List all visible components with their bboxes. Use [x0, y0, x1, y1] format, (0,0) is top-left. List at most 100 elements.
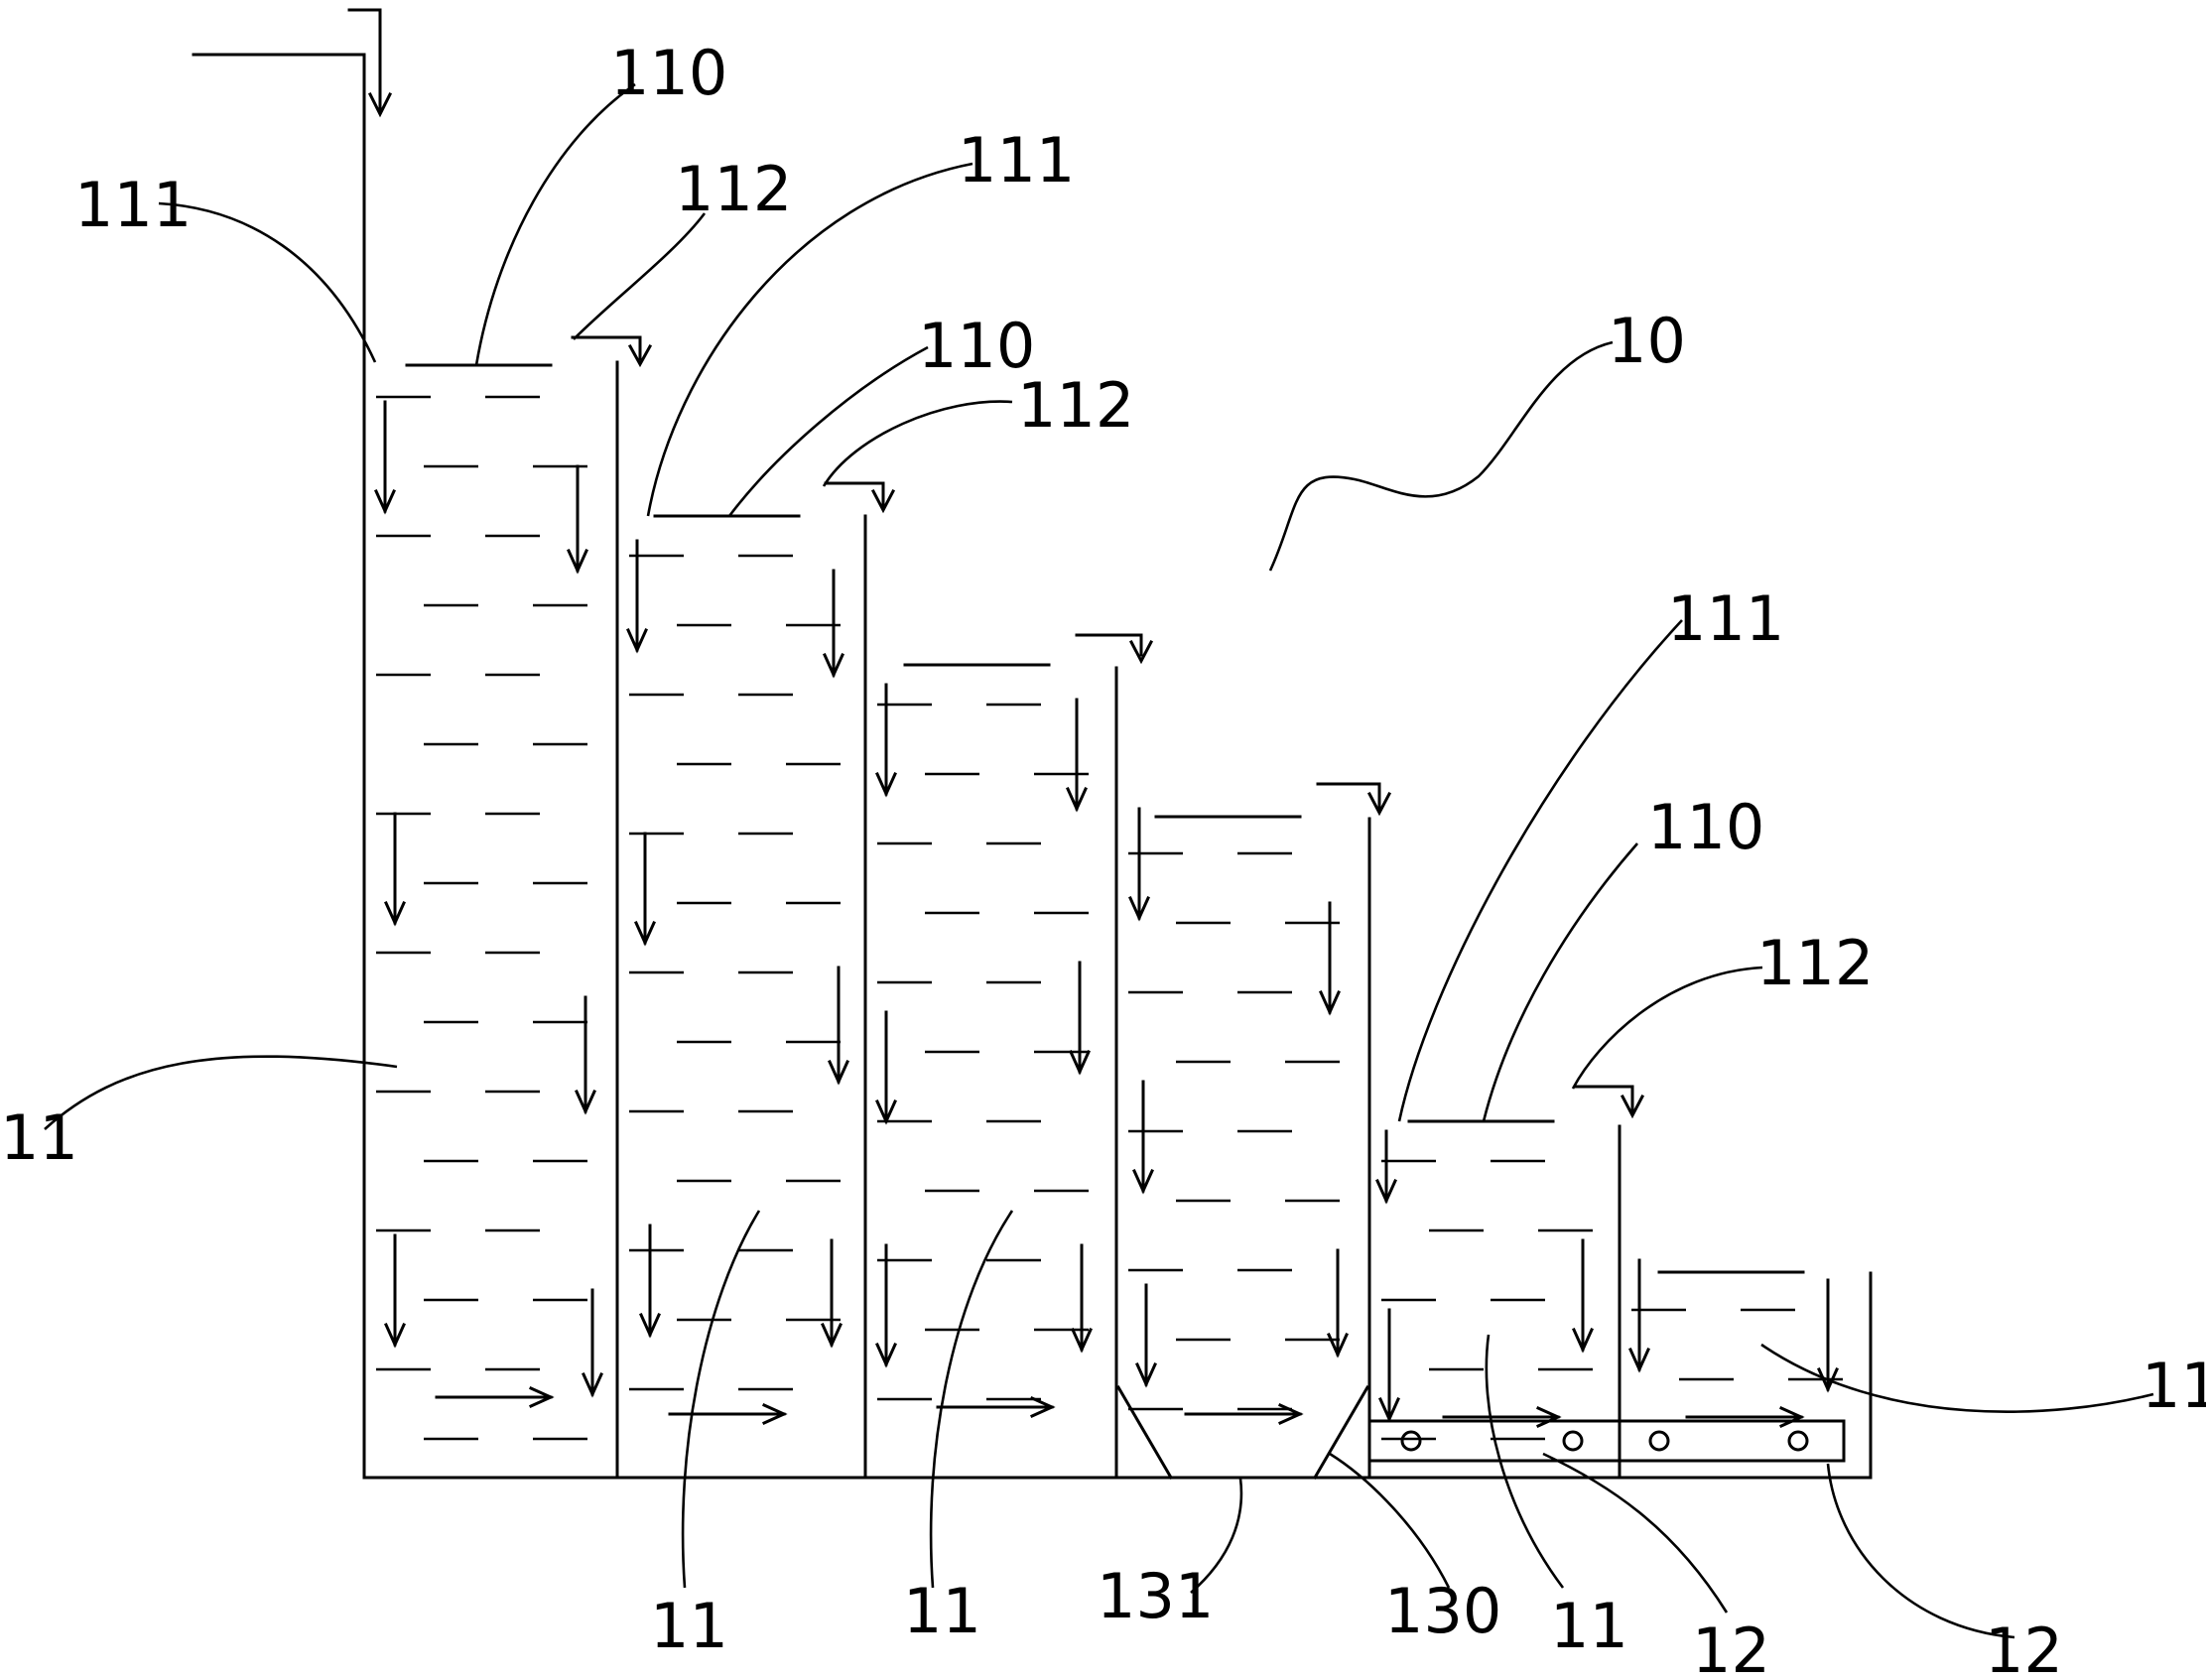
flow-arrow-head — [828, 1060, 849, 1086]
label-10: 10 — [1608, 305, 1686, 377]
flow-arrow-head — [1069, 1050, 1091, 1076]
water-fill-dashes — [376, 395, 1843, 1441]
label-112-a: 112 — [675, 153, 792, 225]
flow-arrow-head — [374, 489, 396, 515]
flow-arrow — [1128, 807, 1150, 922]
flow-arrow — [1685, 1406, 1805, 1428]
sludge-hopper — [1115, 1384, 1370, 1481]
leader-110-a — [474, 82, 636, 366]
spout-1 — [571, 335, 653, 368]
flow-arrow-head — [567, 549, 588, 575]
leader-11-b3 — [1485, 1334, 1565, 1589]
label-110-c: 110 — [1647, 791, 1764, 863]
flow-arrow-head — [821, 1323, 843, 1349]
label-12-a: 12 — [1692, 1615, 1770, 1680]
aerator-hole-2 — [1562, 1430, 1584, 1452]
flow-arrow — [567, 464, 588, 575]
flow-arrow-head — [1319, 990, 1341, 1016]
label-12-b: 12 — [1985, 1615, 2063, 1680]
flow-arrow-head — [1128, 896, 1150, 922]
leader-131 — [1190, 1478, 1243, 1594]
flow-arrow-head — [875, 1099, 897, 1125]
leader-110-c — [1482, 842, 1638, 1122]
label-11-right: 11 — [2141, 1350, 2206, 1422]
flow-arrow — [821, 1238, 843, 1349]
flow-arrow-head — [529, 1386, 555, 1408]
water-surfaces — [405, 363, 1805, 1274]
flow-arrow — [1628, 1258, 1650, 1373]
flow-arrow-head — [1066, 787, 1088, 813]
leader-11-b1 — [681, 1210, 761, 1589]
weir-spouts — [571, 335, 1645, 1119]
labels: 111 110 112 111 110 112 10 111 110 112 1… — [0, 37, 2206, 1680]
flow-arrow-head — [1071, 1328, 1093, 1354]
flow-arrow — [1817, 1278, 1839, 1393]
flow-arrow — [1572, 1238, 1594, 1354]
flow-arrow-head — [575, 1090, 596, 1115]
flow-arrow-head — [384, 901, 406, 927]
flow-arrow — [1442, 1406, 1562, 1428]
flow-arrow-head — [1779, 1406, 1805, 1428]
flow-arrow-head — [875, 772, 897, 798]
flow-arrow-head — [582, 1372, 603, 1398]
flow-arrow — [1135, 1283, 1157, 1388]
flow-arrow-head — [1378, 1397, 1400, 1423]
flow-arrow — [1184, 1403, 1304, 1425]
aeration-pipe — [1367, 1419, 1846, 1463]
flow-arrow — [1132, 1080, 1154, 1195]
flow-arrow-head — [1132, 1169, 1154, 1195]
label-111-b: 111 — [958, 124, 1075, 196]
label-110-b: 110 — [918, 310, 1035, 382]
flow-arrow-head — [634, 921, 656, 947]
flow-arrow — [1319, 901, 1341, 1016]
flow-arrow — [823, 569, 844, 679]
flow-arrow-head — [1536, 1406, 1562, 1428]
flow-arrow — [639, 1224, 661, 1339]
flow-arrow — [875, 1243, 897, 1368]
label-112-b: 112 — [1017, 369, 1134, 442]
flow-arrow-head — [1327, 1333, 1349, 1358]
flow-arrow — [435, 1386, 555, 1408]
label-111-a: 111 — [74, 169, 192, 241]
label-11-bottom-2: 11 — [903, 1575, 981, 1647]
leader-110-b — [727, 345, 929, 517]
label-11-left: 11 — [0, 1101, 78, 1174]
aeration-pipe-body — [1367, 1419, 1846, 1463]
label-130: 130 — [1384, 1575, 1501, 1647]
label-11-bottom-1: 11 — [650, 1590, 728, 1662]
flow-arrow — [936, 1396, 1056, 1418]
flow-arrow-head — [384, 1323, 406, 1349]
label-112-c: 112 — [1756, 927, 1874, 999]
hopper-left-slope — [1115, 1384, 1174, 1481]
spout-4 — [1316, 782, 1392, 817]
flow-arrow — [828, 966, 849, 1086]
flow-arrow-head — [1628, 1348, 1650, 1373]
flow-arrow — [1071, 1243, 1093, 1354]
flow-arrow — [626, 539, 648, 654]
flow-arrow-head — [1817, 1367, 1839, 1393]
leader-11-right — [1760, 1343, 2154, 1413]
chamber-walls — [615, 360, 1873, 1480]
spout-5 — [1574, 1085, 1645, 1119]
flow-arrow-head — [762, 1403, 788, 1425]
flow-arrow — [1327, 1248, 1349, 1358]
spout-3 — [1075, 633, 1154, 665]
label-11-bottom-3: 11 — [1550, 1590, 1628, 1662]
label-111-c: 111 — [1667, 582, 1784, 655]
leader-130 — [1329, 1452, 1451, 1589]
flow-arrow — [384, 1233, 406, 1349]
leader-112-a — [573, 212, 707, 340]
aerator-hole-4 — [1787, 1430, 1809, 1452]
hopper-right-slope — [1312, 1384, 1370, 1481]
flow-arrow — [1378, 1308, 1400, 1423]
inlet-hook — [347, 8, 382, 111]
label-110-a: 110 — [610, 37, 727, 109]
flow-arrow — [634, 832, 656, 947]
flow-arrow-head — [1135, 1362, 1157, 1388]
flow-arrow-head — [1572, 1328, 1594, 1354]
flow-arrow — [875, 683, 897, 798]
flow-arrow — [668, 1403, 788, 1425]
leader-10 — [1268, 340, 1614, 572]
